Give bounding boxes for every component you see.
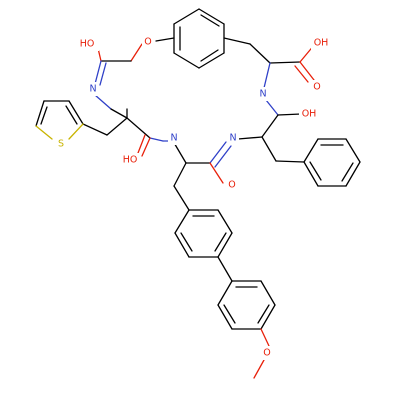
carbonyl-oxygen-acid-label: O <box>313 82 320 93</box>
nitrogen-label-mid-left: N <box>170 133 177 144</box>
methoxy-oxygen-label: O <box>263 348 270 359</box>
biphenyl-side-chain <box>173 162 276 379</box>
hydroxyl-label-amide-right: OH <box>302 109 317 120</box>
amide-left <box>126 117 164 157</box>
atom-labels: HO O N S N HO N O N OH OH O O <box>55 35 331 360</box>
amide-right <box>237 99 302 140</box>
thienyl-alanine <box>35 94 128 140</box>
hydroxyl-label-mid-left: HO <box>123 155 138 166</box>
nitrogen-label-macro-left: N <box>89 84 96 95</box>
amide-middle <box>162 140 232 184</box>
benzene-ring-top <box>173 8 225 69</box>
carboxylic-hydroxyl-label: OH <box>314 38 329 49</box>
nitrogen-label-macro-right: N <box>259 89 266 100</box>
oxygen-label-mid: O <box>228 180 235 191</box>
ether-oxygen-label: O <box>144 37 151 48</box>
benzyl-side-chain <box>261 136 361 187</box>
hydroxyl-label-top-left: HO <box>80 39 95 50</box>
nitrogen-label-mid-right: N <box>229 133 236 144</box>
ether-linker <box>94 37 175 86</box>
tyrosine-backbone <box>223 37 316 89</box>
sulfur-label: S <box>58 139 64 150</box>
